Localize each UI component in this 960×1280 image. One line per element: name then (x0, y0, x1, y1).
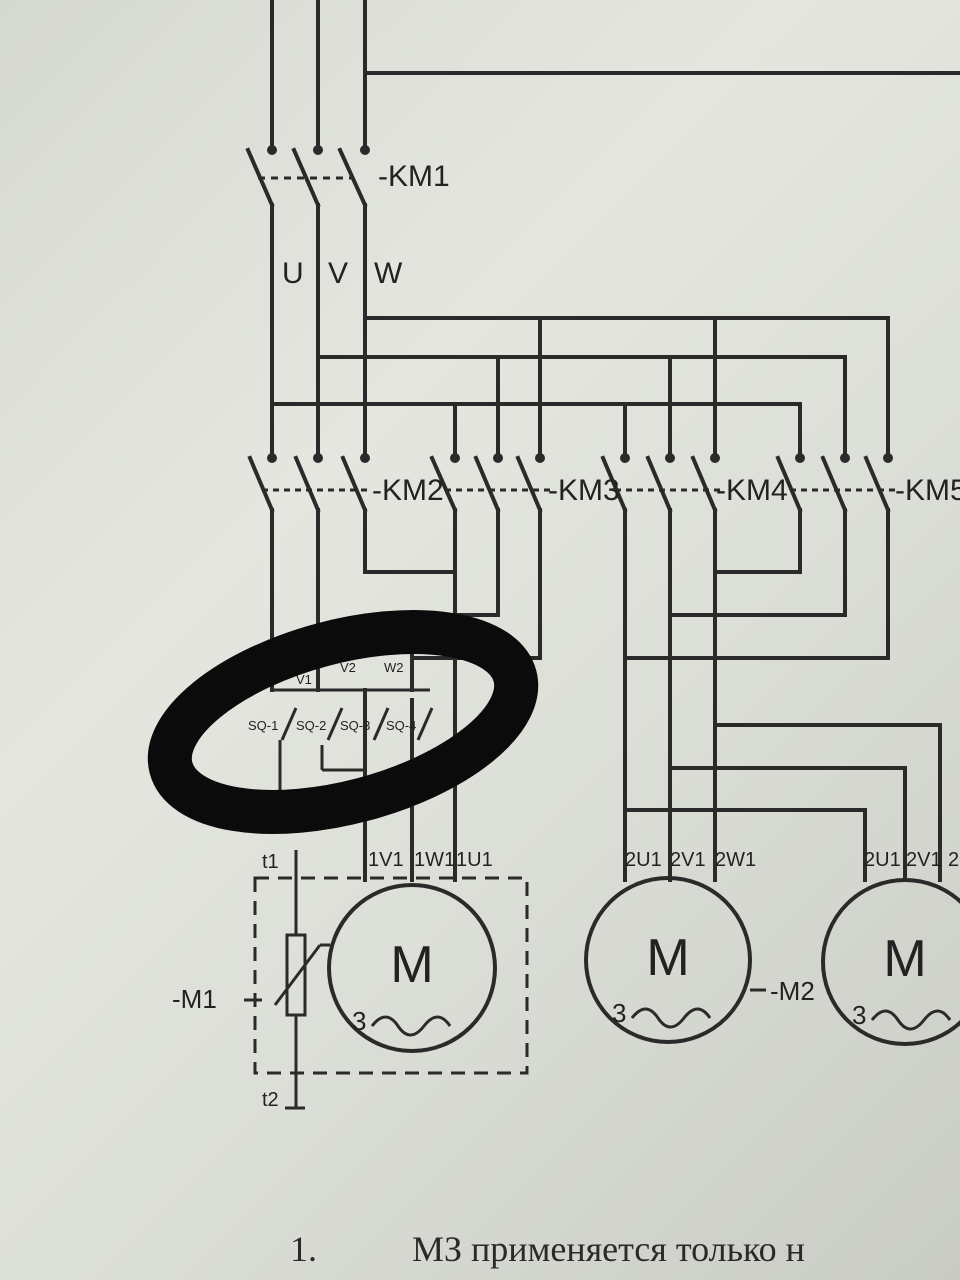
m3-ac-symbol (870, 1009, 952, 1031)
km2-label: -KM2 (372, 474, 444, 507)
m2-terminal-3: 2W1 (715, 849, 756, 871)
m1-sensor-top-label: t1 (262, 851, 279, 873)
m1-terminal-1: 1V1 (368, 849, 404, 871)
m3-terminal-2: 2V1 (906, 849, 942, 871)
phase-u-label: U (282, 257, 304, 290)
m3-motor-letter: M (883, 930, 926, 988)
contactor-row: -KM2 -KM3 -KM4 -KM5 (247, 453, 960, 513)
m1-switch-block: V1 V2 W2 SQ-1 SQ-2 SQ-3 SQ-4 (248, 660, 434, 830)
motor-m1: t1 t2 -M1 1V1 1W1 1U1 M 3 (172, 849, 529, 1111)
m2-ac-symbol (630, 1007, 712, 1029)
m3-terminal-3: 2 (948, 849, 959, 871)
m3-terminal-1: 2U1 (864, 849, 901, 871)
winding-label-1: V1 (296, 672, 312, 687)
km1-label: -KM1 (378, 160, 450, 193)
m1-tag: -M1 (172, 984, 217, 1014)
phase-lines: U V W (270, 203, 403, 457)
footer-text: МЗ применяется только н (412, 1229, 805, 1269)
distribution-buses (270, 316, 890, 457)
m2-motor-letter: M (646, 929, 689, 987)
km5-label: -KM5 (895, 474, 960, 507)
supply-lines (270, 0, 960, 152)
switch-label-1: SQ-1 (248, 718, 278, 733)
m1-ac-symbol (370, 1015, 452, 1037)
switch-label-2: SQ-2 (296, 718, 326, 733)
footer-text-line: 1. МЗ применяется только н (290, 1228, 805, 1270)
footer-number: 1. (290, 1229, 317, 1269)
m3-phase-count: 3 (852, 1000, 866, 1030)
km3-label: -KM3 (548, 474, 620, 507)
switch-label-4: SQ-4 (386, 718, 416, 733)
m2-terminal-2: 2V1 (670, 849, 706, 871)
motor-m3: 2U1 2V1 2 M 3 (821, 849, 960, 1046)
winding-label-3: W2 (384, 660, 404, 675)
switch-label-3: SQ-3 (340, 718, 370, 733)
m1-terminal-3: 1U1 (456, 849, 493, 871)
m1-motor-letter: M (390, 936, 433, 994)
m1-phase-count: 3 (352, 1006, 366, 1036)
hand-drawn-marker (147, 610, 539, 834)
winding-label-2: V2 (340, 660, 356, 675)
phase-v-label: V (328, 257, 348, 290)
m2-terminal-1: 2U1 (625, 849, 662, 871)
m2-tag: -M2 (770, 976, 815, 1006)
motor-m2: 2U1 2V1 2W1 M 3 -M2 (584, 849, 815, 1044)
m1-terminal-2: 1W1 (414, 849, 455, 871)
output-wiring (270, 508, 942, 882)
contactor-km1: -KM1 (245, 145, 450, 208)
m1-sensor-bottom-label: t2 (262, 1089, 279, 1111)
phase-w-label: W (374, 257, 403, 290)
m2-phase-count: 3 (612, 998, 626, 1028)
km4-label: -KM4 (716, 474, 788, 507)
